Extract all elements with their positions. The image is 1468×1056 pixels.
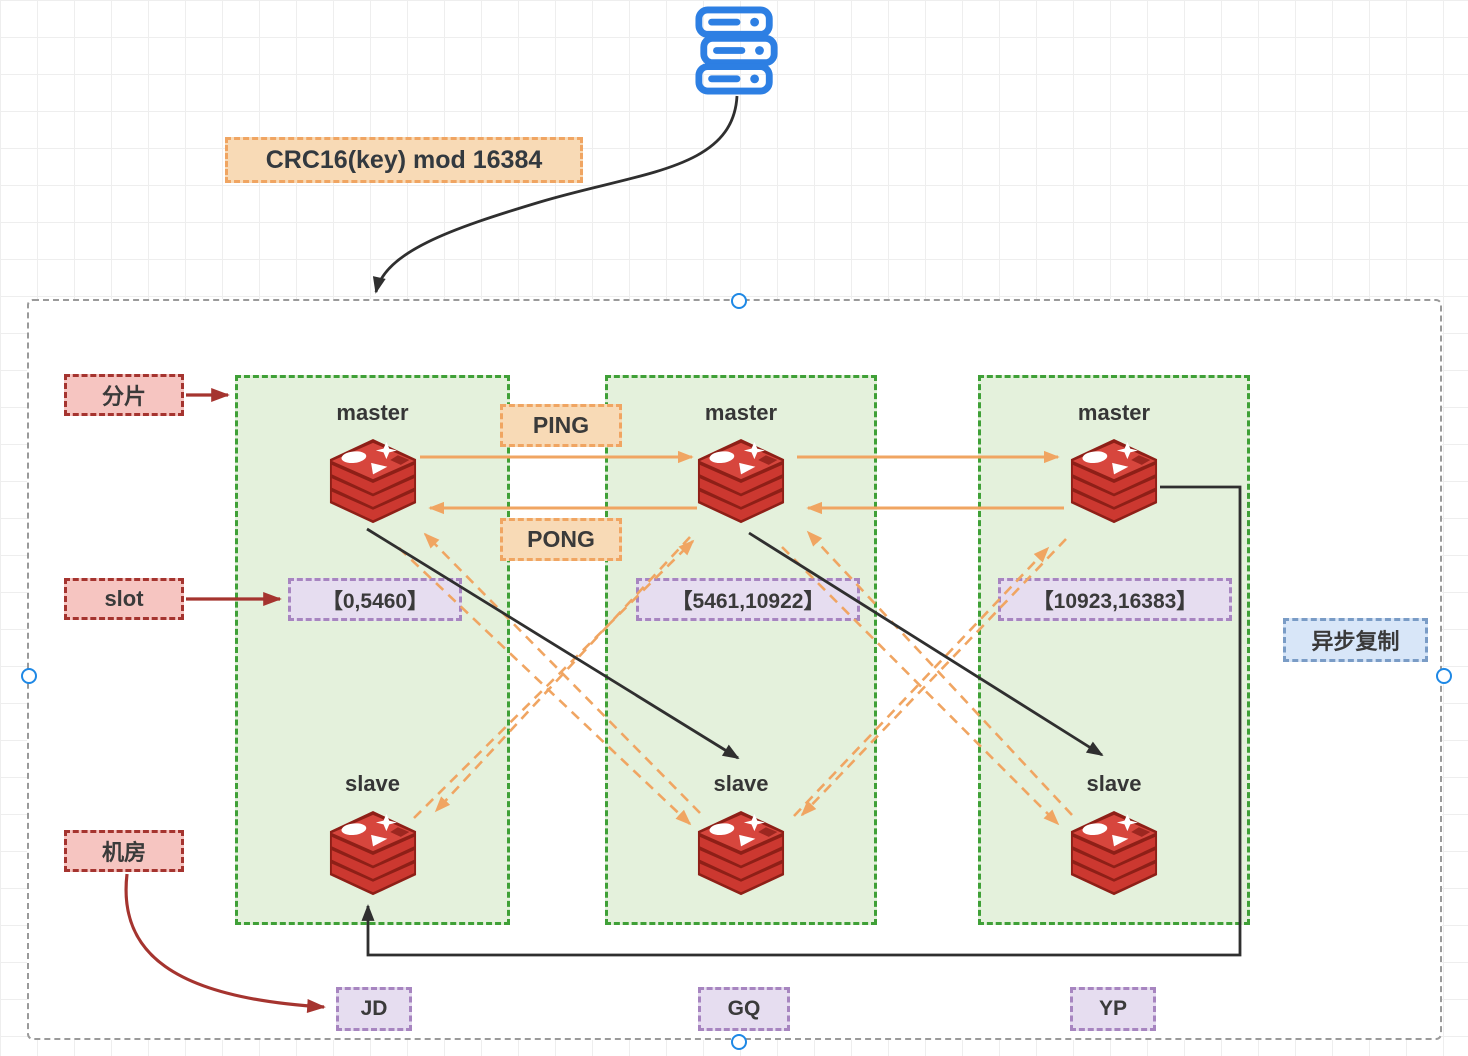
redis-slave-icon[interactable] [325, 811, 421, 899]
slot-range-1[interactable]: 【0,5460】 [288, 578, 462, 621]
pong-label[interactable]: PONG [500, 518, 622, 561]
shard-group-1[interactable]: master slave [235, 375, 510, 925]
callout-async-replication[interactable]: 异步复制 [1283, 618, 1428, 662]
room-label-gq[interactable]: GQ [698, 987, 790, 1031]
room-label-yp[interactable]: YP [1070, 987, 1156, 1031]
master-label: master [336, 400, 409, 425]
callout-shard[interactable]: 分片 [64, 374, 184, 416]
slot-range-2[interactable]: 【5461,10922】 [636, 578, 860, 621]
slave-label: slave [344, 771, 401, 796]
server-stack-icon[interactable] [694, 6, 782, 95]
slave-label: slave [1086, 771, 1142, 796]
shard-group-2[interactable]: master slave [605, 375, 877, 925]
slave-label: slave [713, 771, 769, 796]
handle-bottom-center[interactable] [731, 1034, 747, 1050]
handle-right-middle[interactable] [1436, 668, 1452, 684]
redis-slave-icon[interactable] [693, 811, 789, 899]
redis-master-icon[interactable] [325, 439, 421, 527]
redis-master-icon[interactable] [693, 439, 789, 527]
redis-master-icon[interactable] [1066, 439, 1162, 527]
redis-slave-icon[interactable] [1066, 811, 1162, 899]
room-label-jd[interactable]: JD [336, 987, 412, 1031]
handle-top-center[interactable] [731, 293, 747, 309]
master-label: master [1077, 400, 1151, 425]
edge-client-to-cluster[interactable] [372, 95, 739, 294]
shard-group-3[interactable]: master slave [978, 375, 1250, 925]
hash-rule-label[interactable]: CRC16(key) mod 16384 [225, 137, 583, 183]
slot-range-3[interactable]: 【10923,16383】 [998, 578, 1232, 621]
callout-room[interactable]: 机房 [64, 830, 184, 872]
handle-left-middle[interactable] [21, 668, 37, 684]
callout-slot[interactable]: slot [64, 578, 184, 620]
ping-label[interactable]: PING [500, 404, 622, 447]
master-label: master [704, 400, 778, 425]
